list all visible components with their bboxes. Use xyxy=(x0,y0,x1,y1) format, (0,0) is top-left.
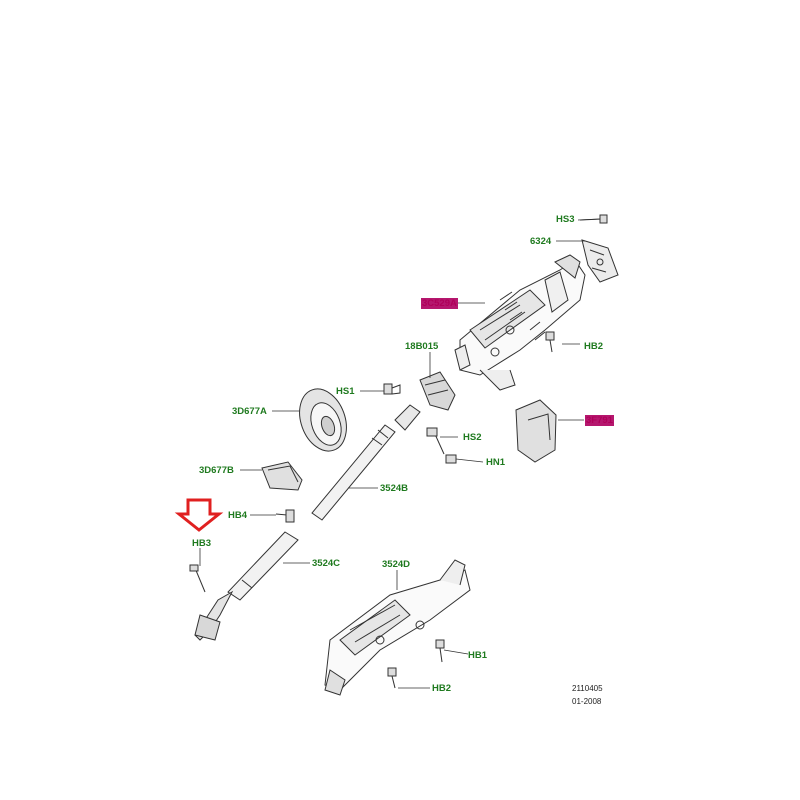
upper-steering-column xyxy=(454,254,586,391)
label-3524b: 3524B xyxy=(380,483,408,494)
nut-hn1 xyxy=(445,454,457,464)
label-3f791: 3F791 xyxy=(585,415,614,426)
bolt-hb3 xyxy=(189,564,206,593)
label-hb2-top: HB2 xyxy=(584,341,604,352)
bolt-hb2-top xyxy=(545,331,555,353)
label-hb4: HB4 xyxy=(228,510,248,521)
label-18b015: 18B015 xyxy=(405,341,439,352)
part-3d677b-grommet xyxy=(261,461,303,491)
part-3d677a-seal xyxy=(299,388,347,452)
screw-hs1 xyxy=(383,383,401,395)
part-6324-bracket xyxy=(581,239,619,283)
label-6324: 6324 xyxy=(530,236,552,247)
bolt-hb2-bottom xyxy=(387,667,397,689)
part-18b015-boot xyxy=(419,371,456,411)
part-3524b-shaft xyxy=(311,404,421,521)
part-3f791-cover xyxy=(515,399,557,463)
reference-date: 01-2008 xyxy=(572,697,602,706)
label-hb3: HB3 xyxy=(192,538,212,549)
reference-number: 2110405 xyxy=(572,684,603,693)
label-hb1: HB1 xyxy=(468,650,488,661)
part-3524d-column xyxy=(324,559,471,696)
leader-lines xyxy=(199,218,601,689)
label-3524d: 3524D xyxy=(382,559,410,570)
part-3524c-shaft xyxy=(194,531,299,641)
label-hs3: HS3 xyxy=(556,214,575,225)
label-3524c: 3524C xyxy=(312,558,340,569)
bolt-hs2 xyxy=(426,427,445,455)
label-hs1: HS1 xyxy=(336,386,355,397)
label-hn1: HN1 xyxy=(486,457,506,468)
bolt-hb4 xyxy=(275,509,295,523)
label-3c529a: 3C529A xyxy=(421,298,458,309)
label-3d677a: 3D677A xyxy=(232,406,267,417)
label-hb2-bottom: HB2 xyxy=(432,683,452,694)
label-3d677b: 3D677B xyxy=(199,465,234,476)
label-hs2: HS2 xyxy=(463,432,482,443)
bolt-hb1 xyxy=(435,639,445,663)
down-arrow-icon xyxy=(174,498,224,532)
